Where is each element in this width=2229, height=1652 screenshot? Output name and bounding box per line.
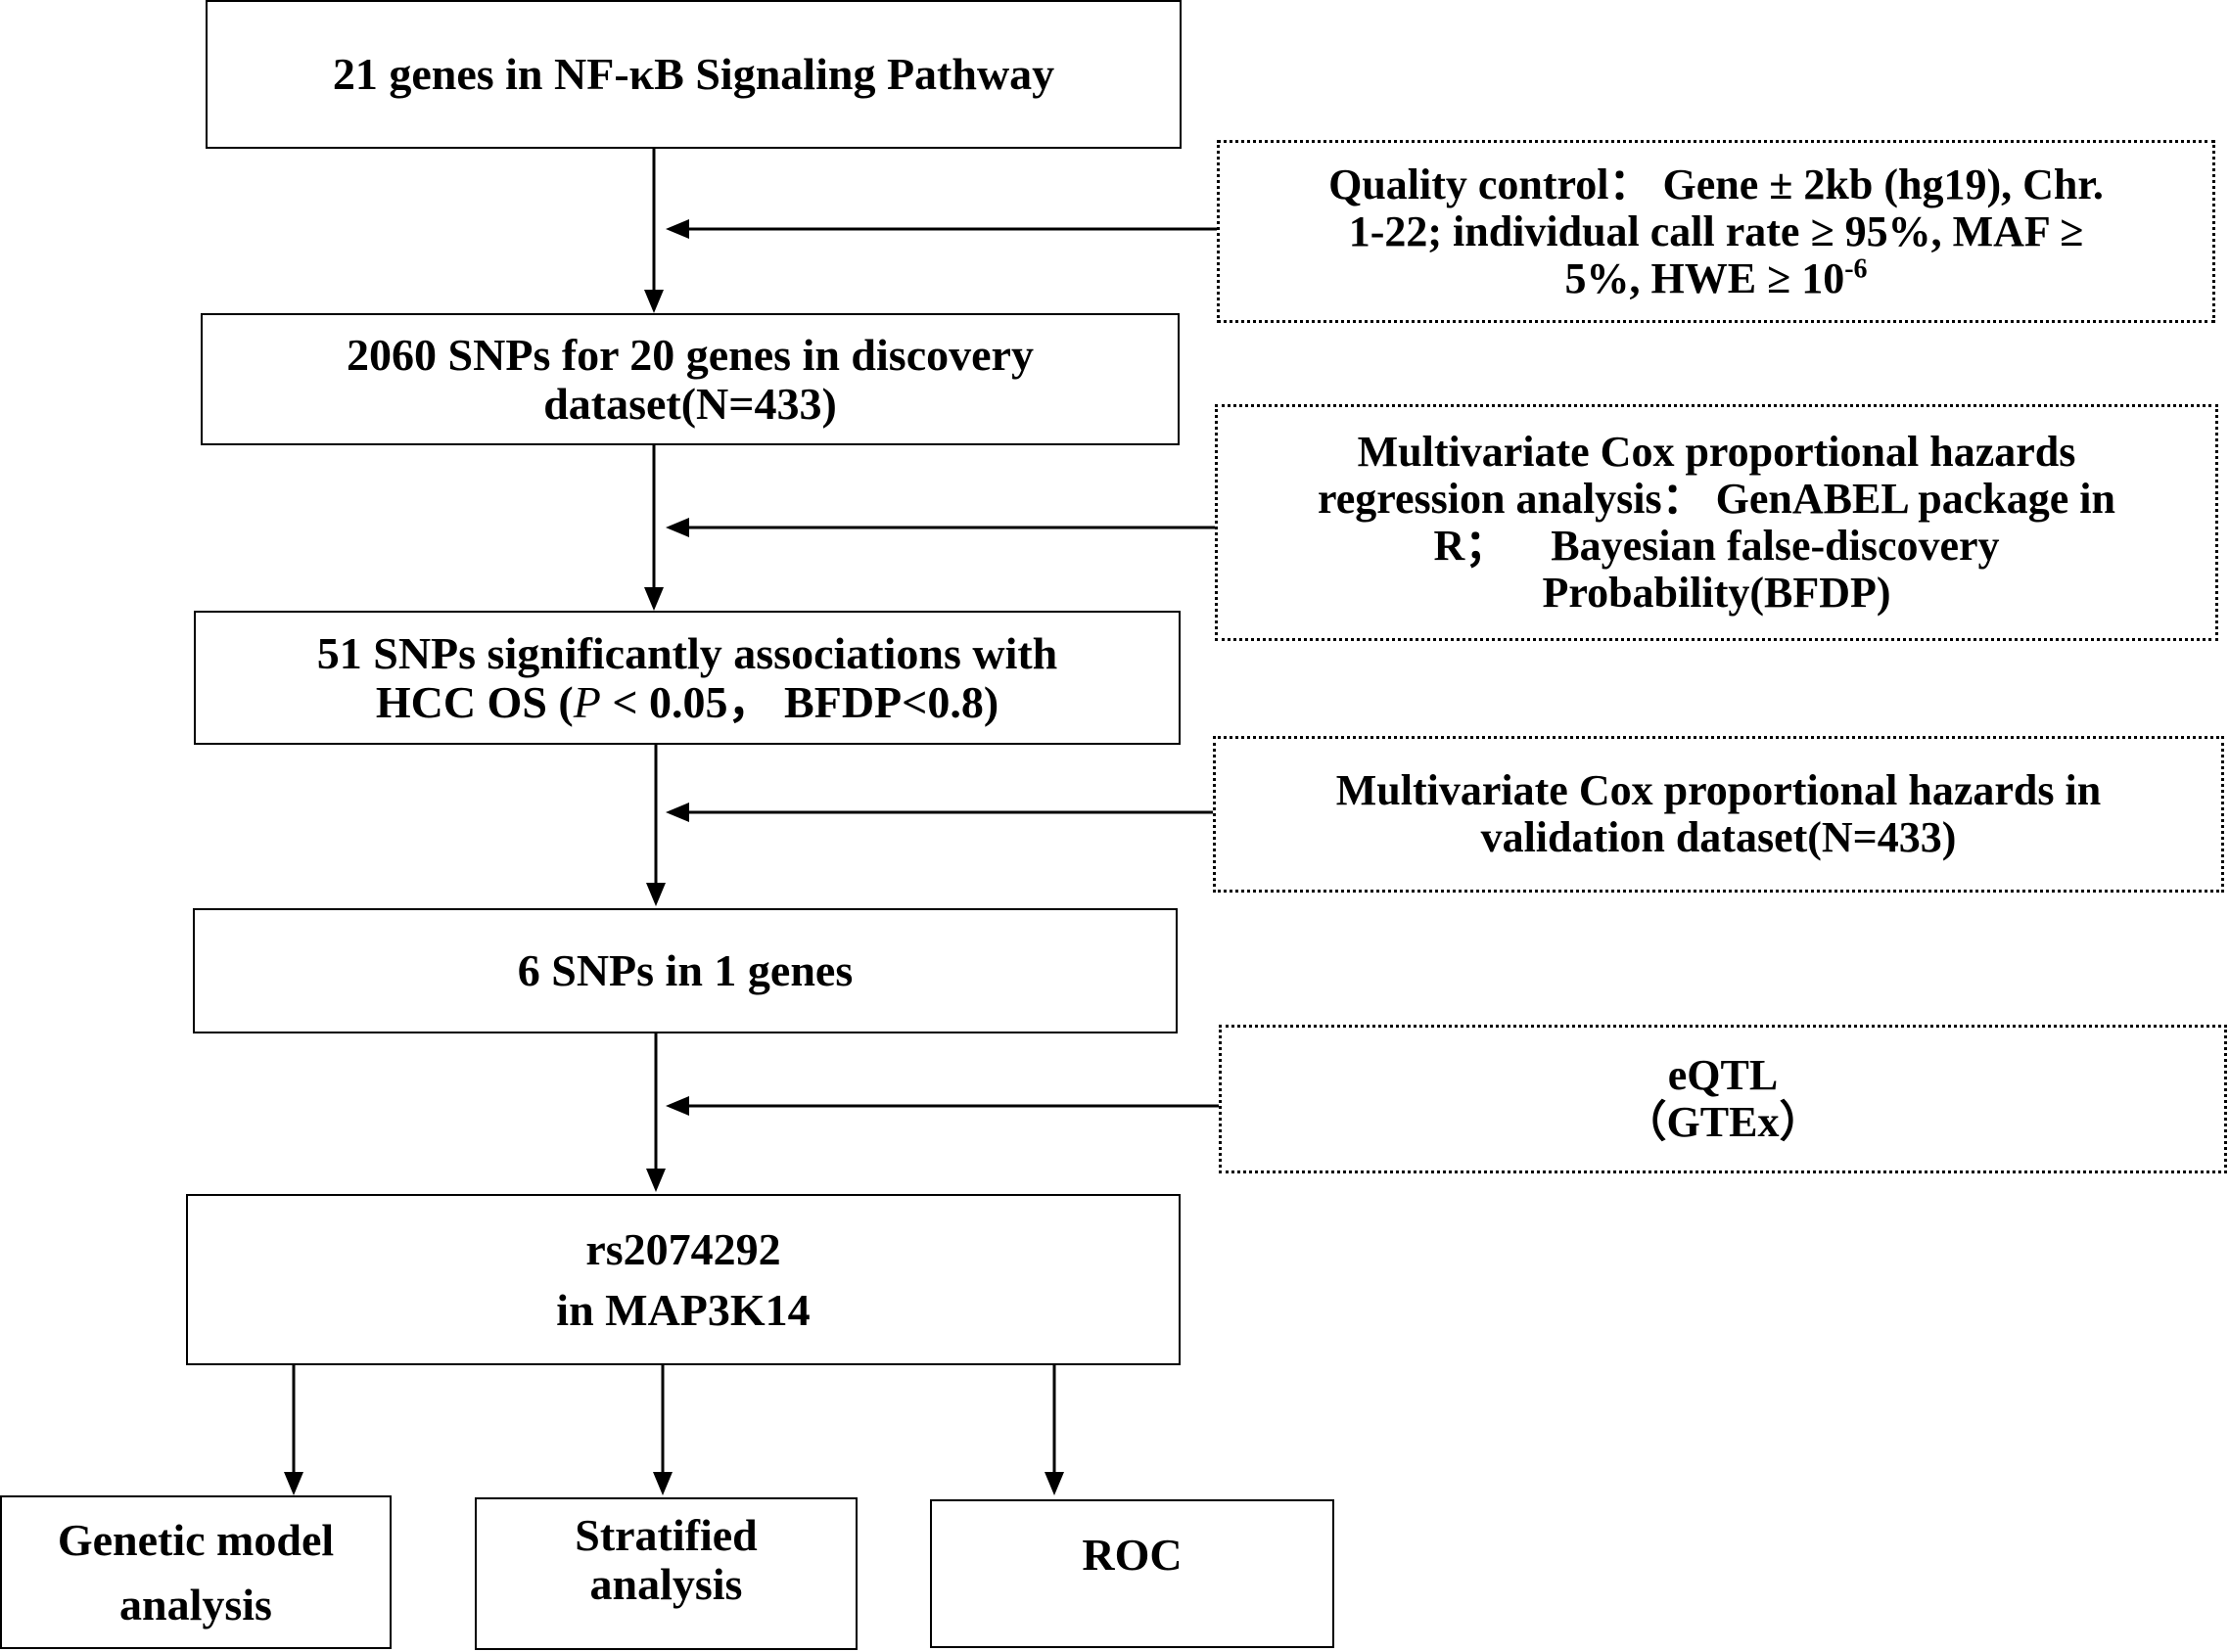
step2-text-line1: 2060 SNPs for 20 genes in discovery — [347, 329, 1034, 380]
qc-text-line1: Quality control： Gene ± 2kb (hg19), Chr. — [1328, 160, 2104, 208]
step5-box: rs2074292 in MAP3K14 — [186, 1194, 1181, 1365]
step3-text-line1: 51 SNPs significantly associations with — [316, 627, 1058, 678]
cox-discovery-line4: Probability(BFDP) — [1542, 569, 1891, 617]
cox-discovery-line2: regression analysis： GenABEL package in — [1318, 475, 2115, 523]
qc-text-line3: 5%, HWE ≥ 10-6 — [1564, 252, 1868, 302]
step5-text-line1: rs2074292 — [585, 1223, 781, 1274]
genetic-model-box: Genetic model analysis — [0, 1495, 392, 1649]
genetic-model-line1: Genetic model — [57, 1514, 335, 1565]
step4-text: 6 SNPs in 1 genes — [517, 945, 854, 995]
cox-discovery-line1: Multivariate Cox proportional hazards — [1357, 428, 2076, 476]
step5-text-line2: in MAP3K14 — [556, 1284, 811, 1335]
stratified-line2: analysis — [589, 1559, 743, 1609]
qc-text-line2: 1-22; individual call rate ≥ 95%, MAF ≥ — [1348, 206, 2084, 255]
cox-discovery-filter-box: Multivariate Cox proportional hazards re… — [1215, 404, 2218, 641]
step3-text-line2: HCC OS (P < 0.05， BFDP<0.8) — [375, 676, 999, 727]
hwe-exponent: -6 — [1844, 252, 1868, 284]
roc-box: ROC — [930, 1499, 1334, 1648]
step3-box: 51 SNPs significantly associations with … — [194, 611, 1181, 745]
p-italic: P — [573, 676, 601, 727]
cox-validation-line2: validation dataset(N=433) — [1480, 813, 1957, 861]
roc-text: ROC — [1082, 1530, 1183, 1580]
genetic-model-line2: analysis — [119, 1579, 272, 1629]
stratified-box: Stratified analysis — [475, 1497, 858, 1650]
step2-text-line2: dataset(N=433) — [543, 378, 837, 429]
step1-text: 21 genes in NF-κB Signaling Pathway — [332, 49, 1055, 99]
cox-validation-line1: Multivariate Cox proportional hazards in — [1335, 766, 2102, 814]
step1-box: 21 genes in NF-κB Signaling Pathway — [206, 0, 1182, 149]
eqtl-line1: eQTL — [1667, 1051, 1779, 1099]
cox-discovery-line3: R； Bayesian false-discovery — [1433, 522, 2000, 570]
stratified-line1: Stratified — [575, 1510, 758, 1560]
step4-box: 6 SNPs in 1 genes — [193, 908, 1178, 1033]
eqtl-line2: （GTEx） — [1623, 1098, 1823, 1146]
cox-validation-filter-box: Multivariate Cox proportional hazards in… — [1213, 736, 2224, 893]
step2-box: 2060 SNPs for 20 genes in discovery data… — [201, 313, 1180, 445]
qc-filter-box: Quality control： Gene ± 2kb (hg19), Chr.… — [1217, 140, 2215, 323]
eqtl-filter-box: eQTL （GTEx） — [1219, 1025, 2227, 1173]
